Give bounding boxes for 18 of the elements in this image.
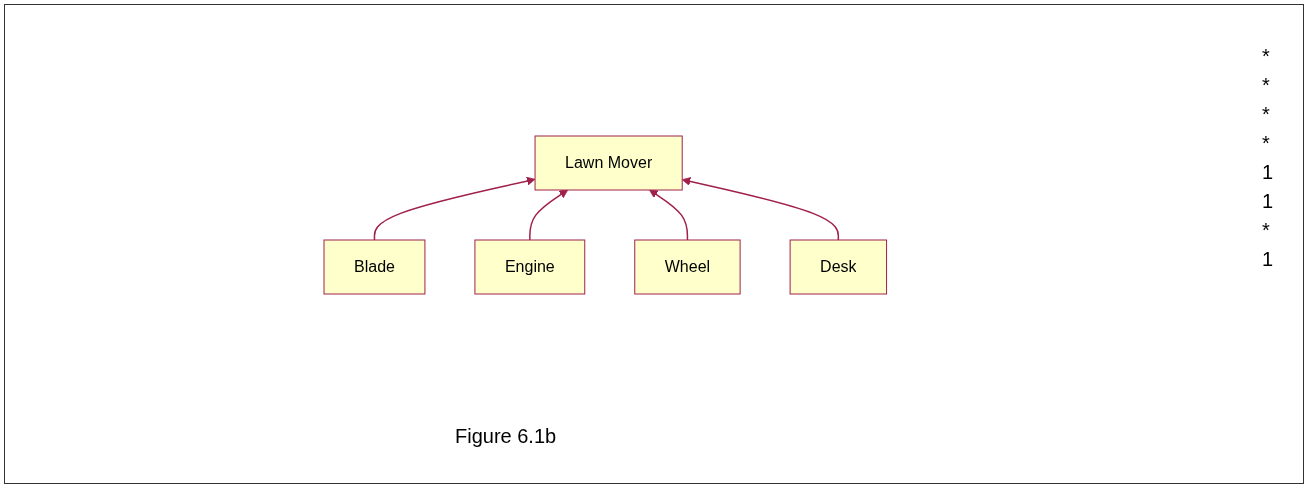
multiplicity-label: *	[1261, 103, 1271, 126]
figure-caption: Figure 6.1b	[455, 425, 557, 448]
multiplicity-label: 1	[1261, 161, 1273, 184]
multiplicity-label: 1	[1261, 248, 1273, 271]
arrow	[681, 177, 839, 241]
node-box: Desk	[789, 239, 887, 295]
node-box: Wheel	[633, 239, 741, 295]
node-box: Engine	[474, 239, 585, 295]
multiplicity-label: *	[1261, 74, 1271, 97]
node-box: Lawn Mover	[534, 135, 683, 191]
multiplicity-label: *	[1261, 219, 1271, 242]
arrow	[373, 176, 536, 241]
multiplicity-label: 1	[1261, 190, 1273, 213]
arrow	[648, 189, 688, 241]
multiplicity-label: *	[1261, 132, 1271, 155]
multiplicity-label: *	[1261, 45, 1271, 68]
arrow	[528, 189, 568, 241]
node-box: Blade	[323, 239, 426, 295]
